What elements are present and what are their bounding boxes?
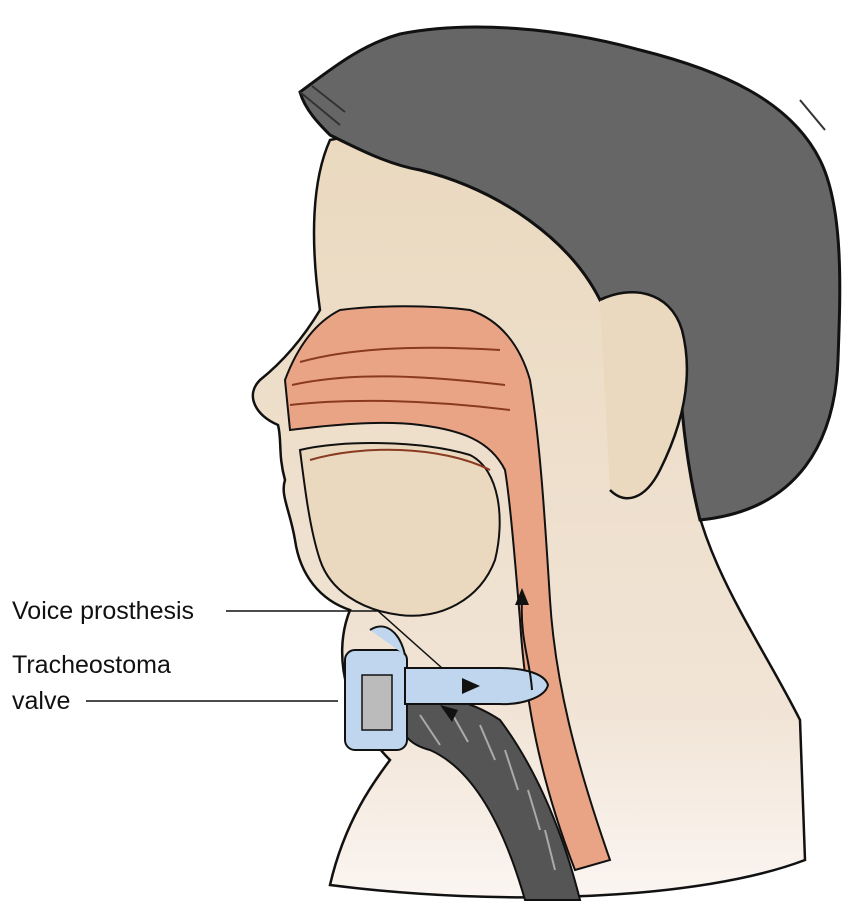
oral-cavity bbox=[298, 442, 501, 617]
trachea-ring-3 bbox=[479, 724, 496, 761]
tracheostoma-valve-label-line1: Tracheostoma bbox=[12, 651, 171, 679]
voice-prosthesis-leader-diag bbox=[377, 610, 443, 669]
palate-line bbox=[309, 448, 491, 471]
airflow-arrowhead-up bbox=[515, 588, 529, 605]
airflow-arrowhead-right bbox=[462, 678, 480, 694]
trachea-ring-4 bbox=[504, 749, 519, 791]
turbinate-2 bbox=[291, 375, 506, 386]
nasal-cavity bbox=[283, 305, 612, 872]
hair bbox=[298, 25, 842, 522]
trachea-ring-6 bbox=[544, 829, 556, 871]
voice-prosthesis-label: Voice prosthesis bbox=[12, 597, 195, 625]
hair-strand-3 bbox=[799, 99, 826, 131]
valve-core bbox=[361, 674, 393, 731]
turbinate-1 bbox=[299, 346, 501, 363]
trachea-ring-5 bbox=[527, 789, 541, 831]
trachea-ring-1 bbox=[419, 714, 441, 746]
trachea bbox=[393, 695, 582, 901]
hair-strand-2 bbox=[311, 85, 346, 113]
ear bbox=[599, 291, 689, 500]
valve-flange-top bbox=[369, 625, 406, 656]
hair-strand-1 bbox=[299, 91, 341, 126]
airflow-arrowhead-in bbox=[440, 705, 458, 722]
tracheostoma-valve-label-line2: valve bbox=[12, 687, 71, 715]
turbinate-3 bbox=[289, 399, 511, 411]
airflow-arrow-up bbox=[520, 599, 533, 691]
